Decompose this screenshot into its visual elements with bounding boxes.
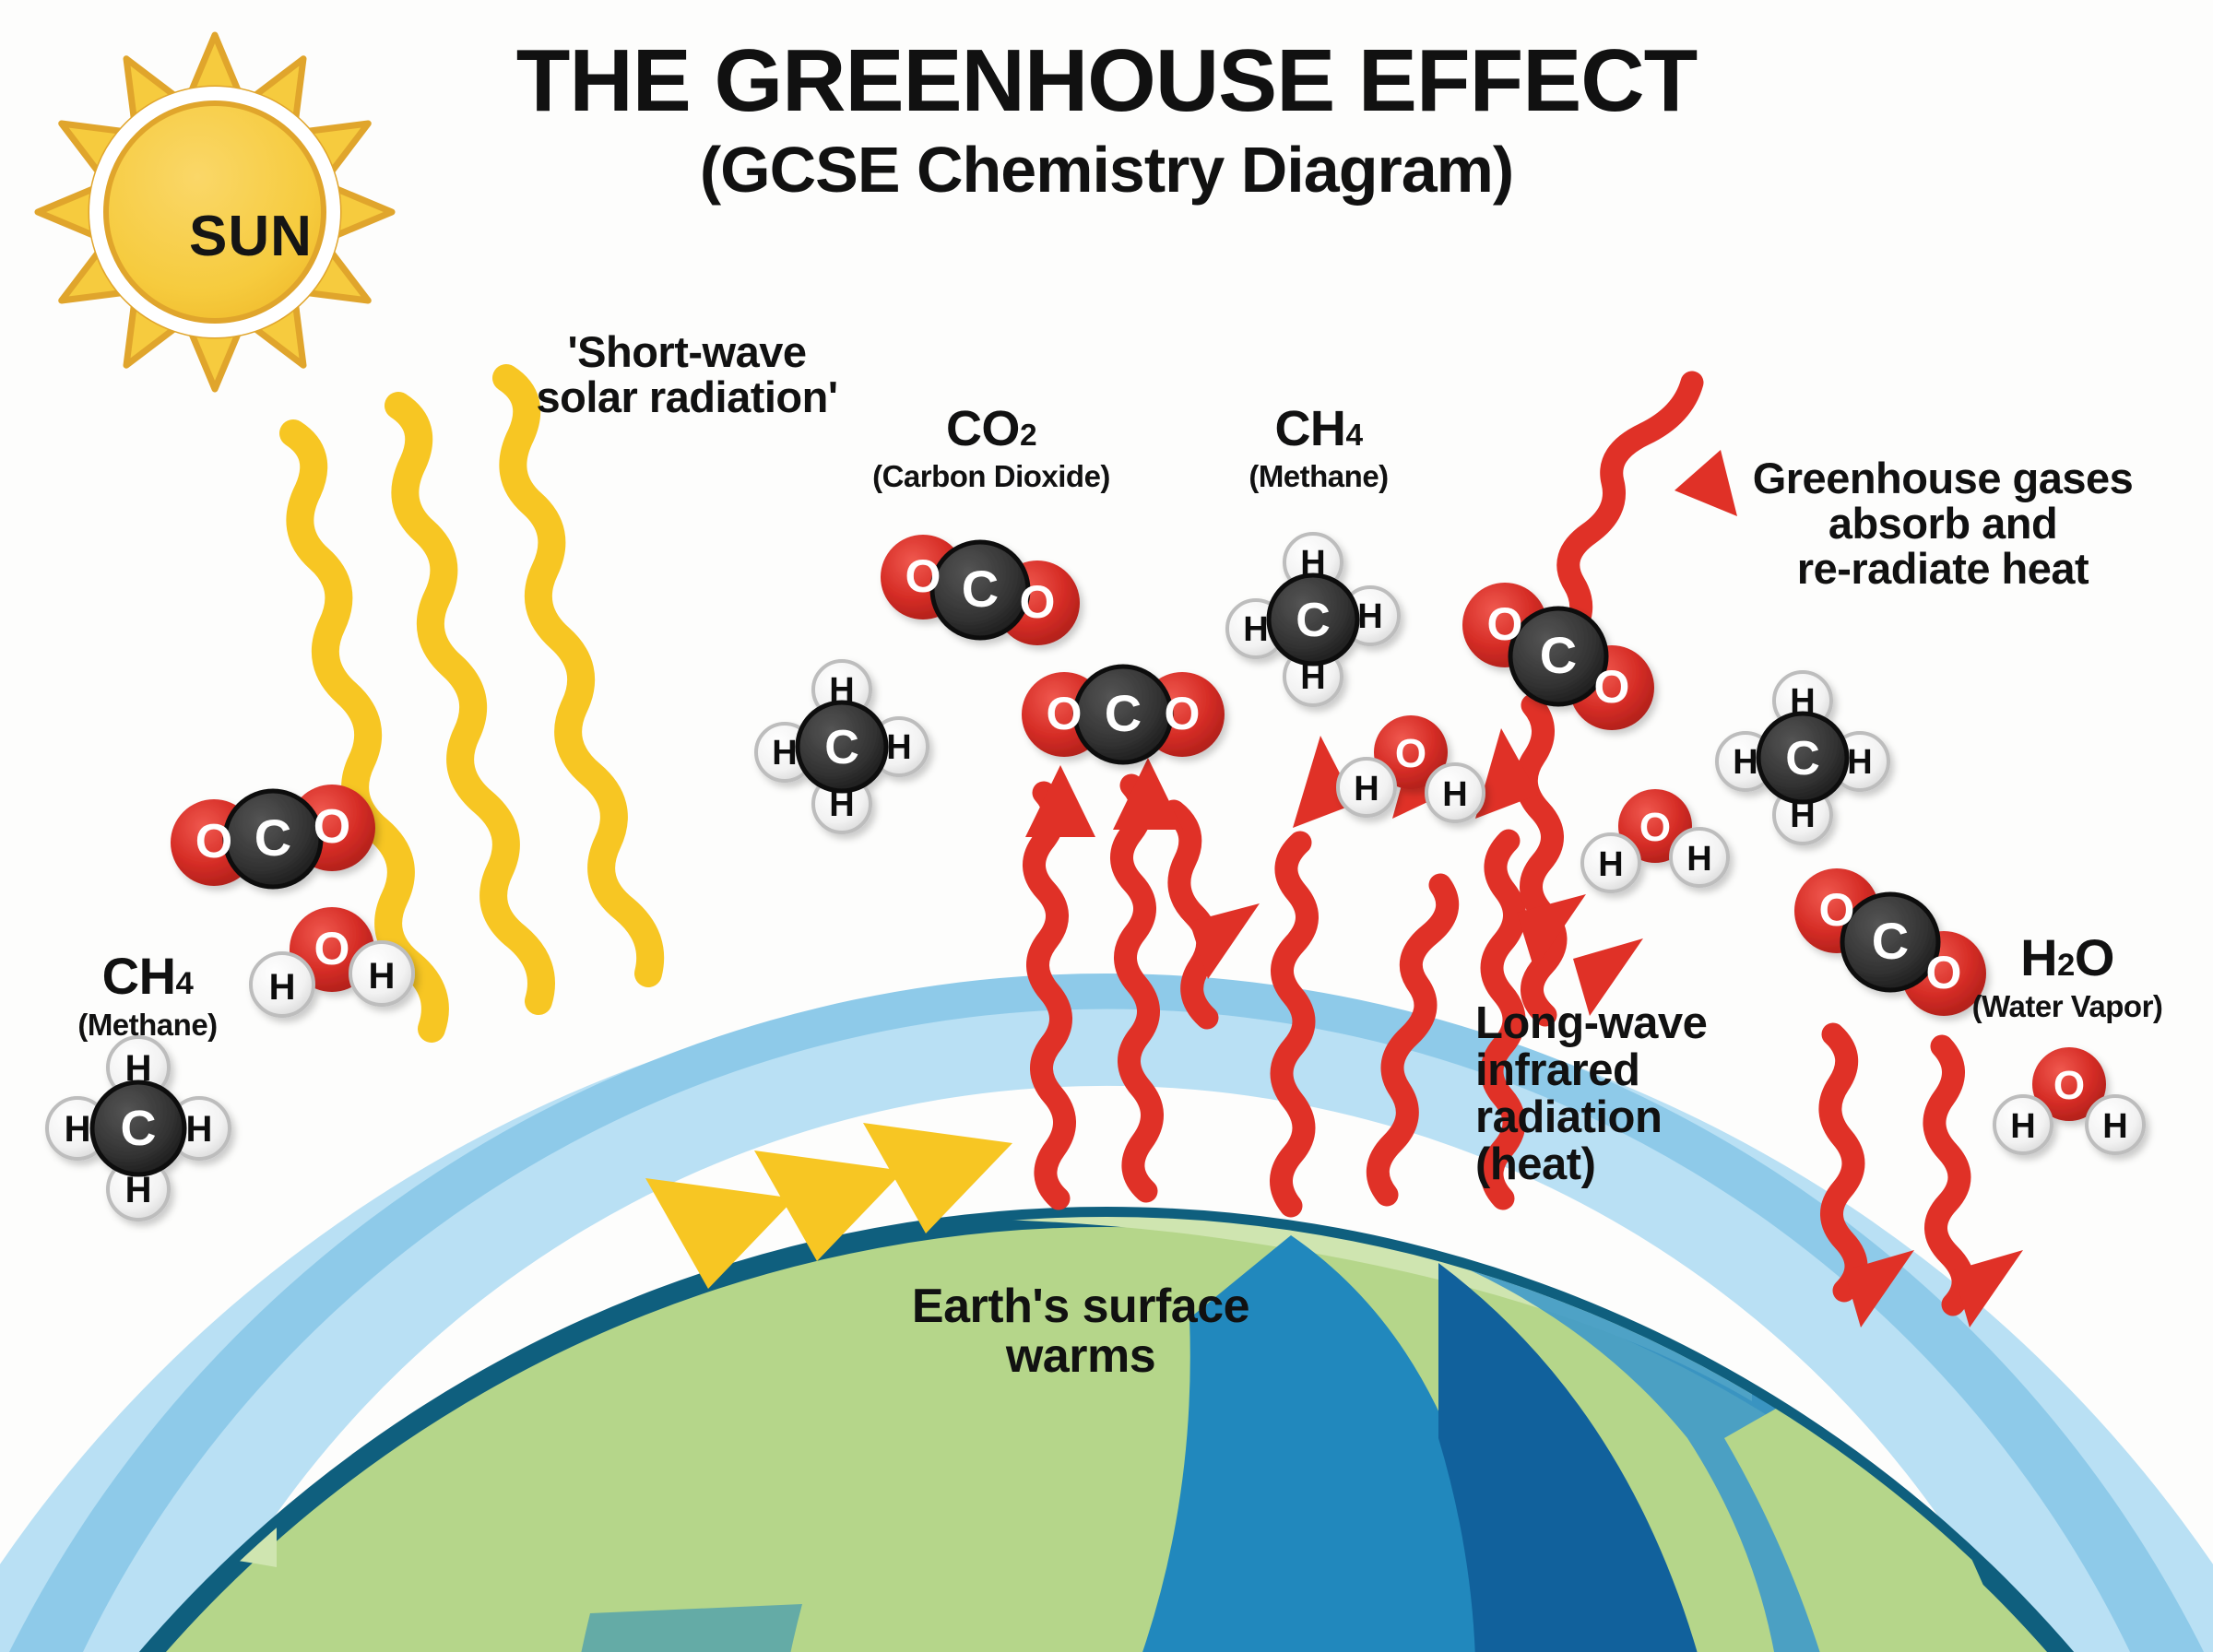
- longwave-radiation-label: Long-wave infrared radiation (heat): [1475, 998, 1708, 1189]
- svg-text:C: C: [121, 1101, 157, 1156]
- svg-text:C: C: [254, 808, 291, 867]
- ch4-left-formula-label: CH4: [101, 947, 194, 1005]
- svg-text:O: O: [1487, 598, 1523, 650]
- svg-text:O: O: [1047, 688, 1083, 739]
- svg-text:O: O: [1165, 688, 1201, 739]
- svg-text:H: H: [1354, 770, 1379, 808]
- svg-text:O: O: [905, 550, 941, 602]
- svg-text:H: H: [1790, 682, 1815, 721]
- svg-text:C: C: [1785, 732, 1820, 785]
- svg-text:H: H: [886, 728, 911, 767]
- svg-text:H: H: [829, 785, 854, 824]
- svg-text:H: H: [1442, 775, 1467, 814]
- svg-text:C: C: [1540, 626, 1577, 684]
- svg-text:O: O: [1819, 884, 1855, 936]
- page-title: THE GREENHOUSE EFFECT: [515, 31, 1698, 130]
- svg-text:H: H: [1790, 796, 1815, 835]
- svg-text:H: H: [1300, 658, 1325, 697]
- molecule-h2o: O H H: [249, 907, 415, 1018]
- solar-arrowheads: [645, 1123, 1012, 1289]
- h2o-name-label: (Water Vapor): [1971, 989, 2163, 1023]
- ch4-top-name-label: (Methane): [1249, 459, 1389, 493]
- svg-text:O: O: [195, 815, 232, 868]
- svg-text:H: H: [1357, 597, 1382, 636]
- greenhouse-gases-label: Greenhouse gases absorb and re-radiate h…: [1752, 454, 2134, 593]
- molecule-co2: O O C: [1462, 583, 1654, 730]
- sun-label: SUN: [189, 205, 313, 268]
- solar-radiation-arrows: [279, 364, 665, 1043]
- molecule-h2o: O H H: [1993, 1047, 2146, 1155]
- svg-text:H: H: [1686, 840, 1711, 879]
- sun-icon: [34, 31, 396, 393]
- molecule-co2: O O C: [1022, 664, 1225, 765]
- h2o-formula-label: H2O: [2020, 928, 2114, 986]
- svg-text:C: C: [1872, 912, 1909, 970]
- ch4-top-formula-label: CH4: [1274, 401, 1363, 456]
- svg-text:O: O: [314, 923, 350, 974]
- svg-text:H: H: [269, 967, 296, 1008]
- earth-surface-label: Earth's surface warms: [911, 1280, 1250, 1384]
- molecule-h2o: O H H: [1580, 789, 1730, 893]
- svg-text:O: O: [1639, 805, 1671, 850]
- svg-text:C: C: [1296, 594, 1331, 647]
- svg-text:H: H: [1733, 743, 1757, 782]
- svg-text:C: C: [962, 560, 999, 618]
- co2-name-label: (Carbon Dioxide): [872, 459, 1110, 493]
- molecule-ch4: H H H H C: [754, 659, 929, 834]
- svg-text:H: H: [2010, 1107, 2035, 1146]
- svg-text:H: H: [1243, 610, 1268, 649]
- svg-text:O: O: [1020, 576, 1056, 628]
- svg-text:H: H: [1598, 845, 1623, 884]
- co2-formula-label: CO2: [945, 401, 1037, 456]
- svg-text:H: H: [125, 1048, 152, 1089]
- molecule-ch4: H H H H C: [1715, 670, 1890, 845]
- svg-text:H: H: [772, 734, 797, 773]
- molecule-ch4: H H H H C: [1225, 532, 1401, 707]
- molecule-ch4: H H H H C: [45, 1035, 231, 1221]
- svg-text:H: H: [65, 1109, 91, 1150]
- svg-text:O: O: [1926, 947, 1962, 998]
- page-subtitle: (GCSE Chemistry Diagram): [699, 134, 1514, 206]
- svg-text:C: C: [1105, 684, 1142, 742]
- ch4-left-name-label: (Methane): [77, 1008, 218, 1042]
- svg-text:H: H: [125, 1170, 152, 1210]
- molecule-co2: O O C: [1794, 868, 1986, 1016]
- svg-text:O: O: [2053, 1063, 2085, 1108]
- svg-text:H: H: [2102, 1107, 2127, 1146]
- svg-text:H: H: [829, 671, 854, 710]
- svg-text:H: H: [369, 956, 396, 997]
- shortwave-radiation-label: 'Short-wave solar radiation': [536, 327, 838, 421]
- svg-text:H: H: [1300, 544, 1325, 583]
- molecule-h2o: O H H: [1336, 715, 1485, 823]
- svg-text:O: O: [314, 800, 350, 854]
- molecule-co2: O O C: [881, 535, 1080, 645]
- svg-text:O: O: [1395, 731, 1426, 776]
- svg-text:H: H: [186, 1109, 213, 1150]
- svg-text:C: C: [824, 721, 859, 774]
- molecule-co2: O O C: [171, 785, 375, 890]
- svg-text:O: O: [1594, 661, 1630, 713]
- svg-text:H: H: [1847, 743, 1872, 782]
